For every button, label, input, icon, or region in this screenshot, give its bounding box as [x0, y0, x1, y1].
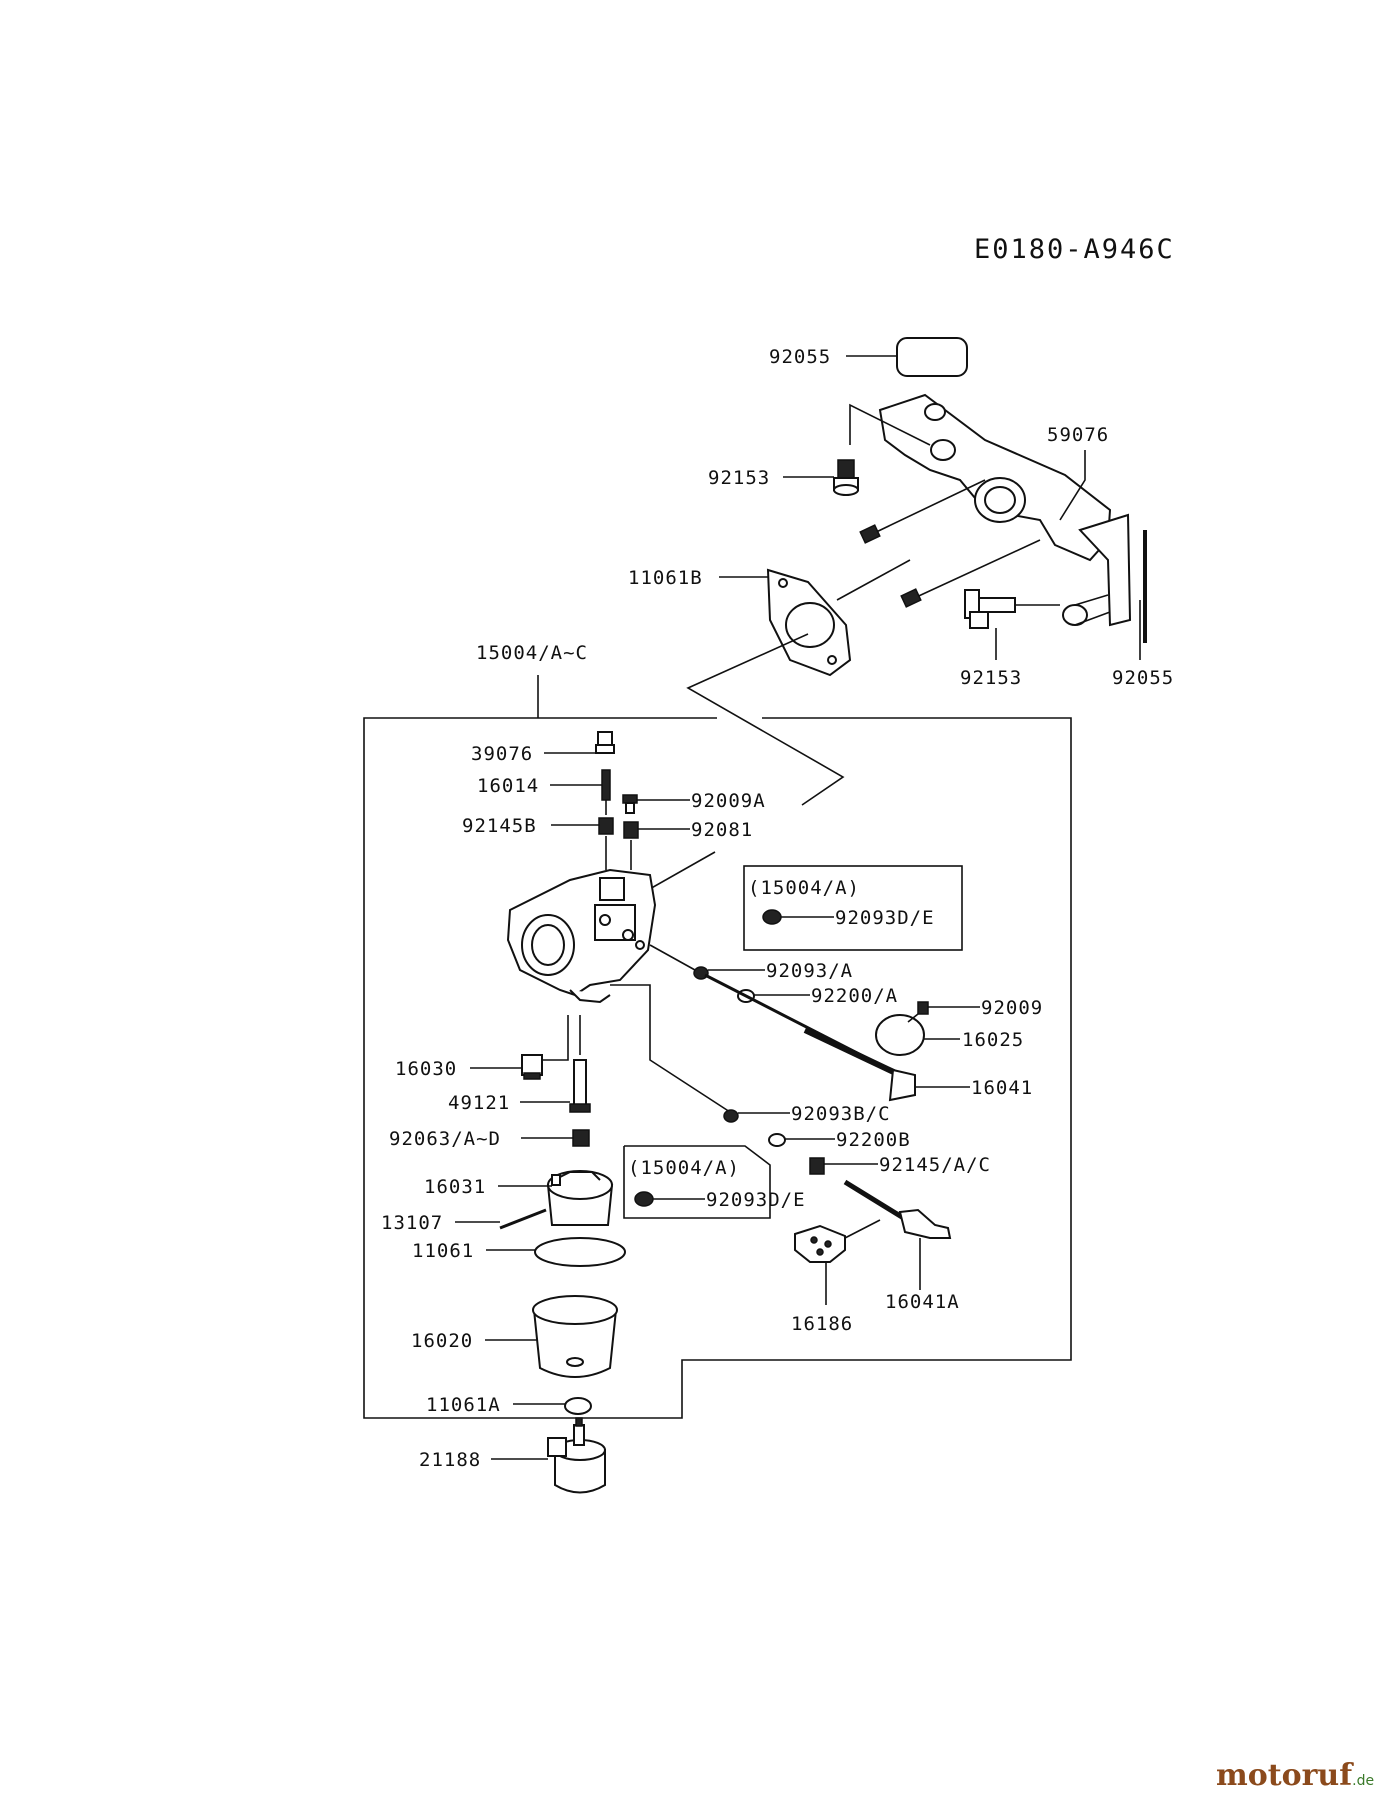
- label-11061: 11061: [412, 1240, 474, 1262]
- label-92200B: 92200B: [836, 1129, 911, 1151]
- label-16186: 16186: [791, 1313, 853, 1335]
- label-92055-bottom: 92055: [1112, 667, 1174, 689]
- screw-92009A: [622, 794, 638, 814]
- label-92081: 92081: [691, 819, 753, 841]
- variant-box-2: [623, 1145, 771, 1219]
- screw-92009: [907, 1001, 929, 1023]
- label-11061A: 11061A: [426, 1394, 501, 1416]
- plate-16186: [794, 1224, 846, 1263]
- spring-92145B: [598, 817, 614, 835]
- label-92200A: 92200/A: [811, 985, 898, 1007]
- label-92153-top: 92153: [708, 467, 770, 489]
- watermark-brand: motoruf: [1216, 1758, 1354, 1793]
- label-92093DE-1: 92093D/E: [835, 907, 935, 929]
- label-16041: 16041: [971, 1077, 1033, 1099]
- label-16030: 16030: [395, 1058, 457, 1080]
- label-49121: 49121: [448, 1092, 510, 1114]
- variant-box-1-title: (15004/A): [748, 877, 860, 899]
- carburetor-body: [506, 868, 657, 1004]
- pin-13107: [499, 1208, 547, 1230]
- throttle-shaft-16041: [704, 973, 916, 1102]
- float-16031: [546, 1170, 614, 1226]
- seal-92093A: [693, 966, 709, 980]
- label-92063: 92063/A~D: [389, 1128, 501, 1150]
- label-16025: 16025: [962, 1029, 1024, 1051]
- plate-16025: [875, 1014, 925, 1056]
- label-59076: 59076: [1047, 424, 1109, 446]
- manifold-59076: [878, 393, 1132, 627]
- label-92009: 92009: [981, 997, 1043, 1019]
- label-92145B: 92145B: [462, 815, 537, 837]
- needle-16014: [601, 769, 611, 815]
- gasket-92055-top: [896, 337, 968, 377]
- solenoid-21188: [547, 1417, 606, 1494]
- bowl-16020: [532, 1295, 618, 1378]
- gasket-11061: [534, 1237, 626, 1267]
- spring-92081: [623, 821, 639, 839]
- label-21188: 21188: [419, 1449, 481, 1471]
- washer-92200B: [768, 1133, 786, 1147]
- nozzle-49121: [569, 1059, 591, 1113]
- label-15004: 15004/A~C: [476, 642, 588, 664]
- watermark: motoruf.de: [1216, 1758, 1374, 1793]
- label-92093BC: 92093B/C: [791, 1103, 891, 1125]
- seal-92093DE-1: [762, 909, 782, 925]
- washer-11061A: [564, 1397, 592, 1415]
- seal-92093BC: [723, 1109, 739, 1123]
- seal-92093DE-2: [634, 1191, 654, 1207]
- label-16020: 16020: [411, 1330, 473, 1352]
- label-39076: 39076: [471, 743, 533, 765]
- spring-92145AC: [809, 1157, 825, 1175]
- label-92153-bottom: 92153: [960, 667, 1022, 689]
- label-92093A: 92093/A: [766, 960, 853, 982]
- label-92093DE-2: 92093D/E: [706, 1189, 806, 1211]
- bolt-92153-bottom: [964, 589, 1016, 629]
- variant-box-2-title: (15004/A): [628, 1157, 740, 1179]
- label-13107: 13107: [381, 1212, 443, 1234]
- label-92055-top: 92055: [769, 346, 831, 368]
- cap-39076: [595, 731, 615, 754]
- gasket-11061B: [766, 568, 852, 677]
- label-92145AC: 92145/A/C: [879, 1154, 991, 1176]
- label-16014: 16014: [477, 775, 539, 797]
- label-11061B: 11061B: [628, 567, 703, 589]
- label-16041A: 16041A: [885, 1291, 960, 1313]
- label-92009A: 92009A: [691, 790, 766, 812]
- bolt-92153-top: [833, 459, 859, 496]
- variant-box-1: [743, 865, 963, 951]
- plug-92063: [572, 1129, 590, 1147]
- label-16031: 16031: [424, 1176, 486, 1198]
- watermark-tld: .de: [1352, 1773, 1374, 1789]
- diagram-code: E0180-A946C: [974, 234, 1175, 265]
- jet-16030: [521, 1054, 543, 1080]
- choke-shaft-16041A: [843, 1179, 952, 1239]
